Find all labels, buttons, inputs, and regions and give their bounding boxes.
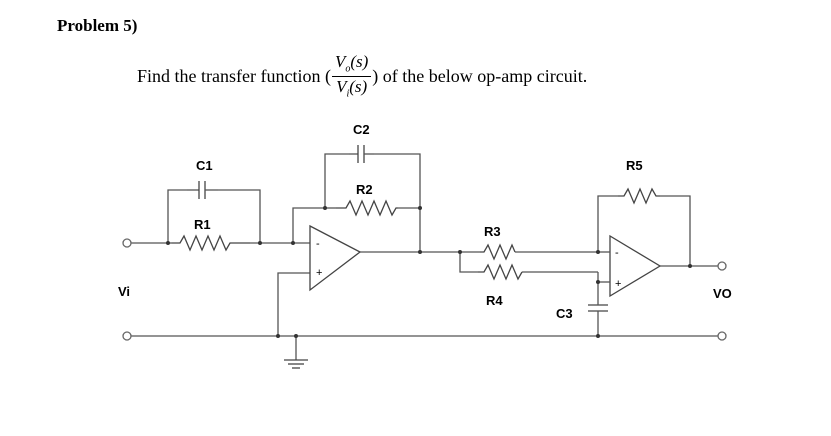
label-r3: R3 — [484, 224, 501, 239]
transfer-function-fraction: Vo(s) Vi(s) — [331, 52, 372, 100]
opamp2-inverting-pin: - — [615, 247, 619, 259]
label-r5: R5 — [626, 158, 643, 173]
capacitor-c1 — [187, 181, 218, 199]
label-c1: C1 — [196, 158, 213, 173]
question-suffix: ) of the below op-amp circuit. — [372, 65, 588, 86]
label-r1: R1 — [194, 217, 211, 232]
resistor-r5 — [618, 187, 660, 205]
label-r4: R4 — [486, 293, 503, 308]
fraction-numerator: Vo(s) — [331, 52, 372, 77]
question-prefix: Find the transfer function ( — [137, 65, 331, 86]
problem-title: Problem 5) — [57, 16, 138, 35]
input-terminal-top — [122, 238, 132, 248]
junction-dots — [166, 206, 692, 338]
label-vi: Vi — [118, 284, 130, 299]
wires — [131, 153, 718, 360]
resistor-r4 — [478, 263, 523, 281]
opamp1-inverting-pin: - — [316, 238, 320, 250]
fraction-denominator: Vi(s) — [336, 76, 368, 99]
ground-icon — [284, 359, 308, 369]
opamp-2: - + — [598, 234, 662, 298]
label-c3: C3 — [556, 306, 573, 321]
label-c2: C2 — [353, 122, 370, 137]
opamp-1: - + — [309, 224, 362, 292]
resistor-r2 — [336, 199, 398, 217]
opamp2-noninverting-pin: + — [615, 278, 621, 290]
capacitor-c2 — [349, 145, 374, 163]
label-r2: R2 — [356, 182, 373, 197]
output-terminal-bottom — [717, 331, 727, 341]
question-text: Find the transfer function ( Vo(s) Vi(s)… — [137, 48, 587, 104]
opamp1-noninverting-pin: + — [316, 267, 322, 279]
resistor-r3 — [480, 243, 516, 261]
label-vo: VO — [713, 286, 732, 301]
input-terminal-bottom — [122, 331, 132, 341]
capacitor-c3 — [588, 300, 608, 318]
output-terminal-top — [717, 261, 727, 271]
resistor-r1 — [172, 234, 250, 252]
